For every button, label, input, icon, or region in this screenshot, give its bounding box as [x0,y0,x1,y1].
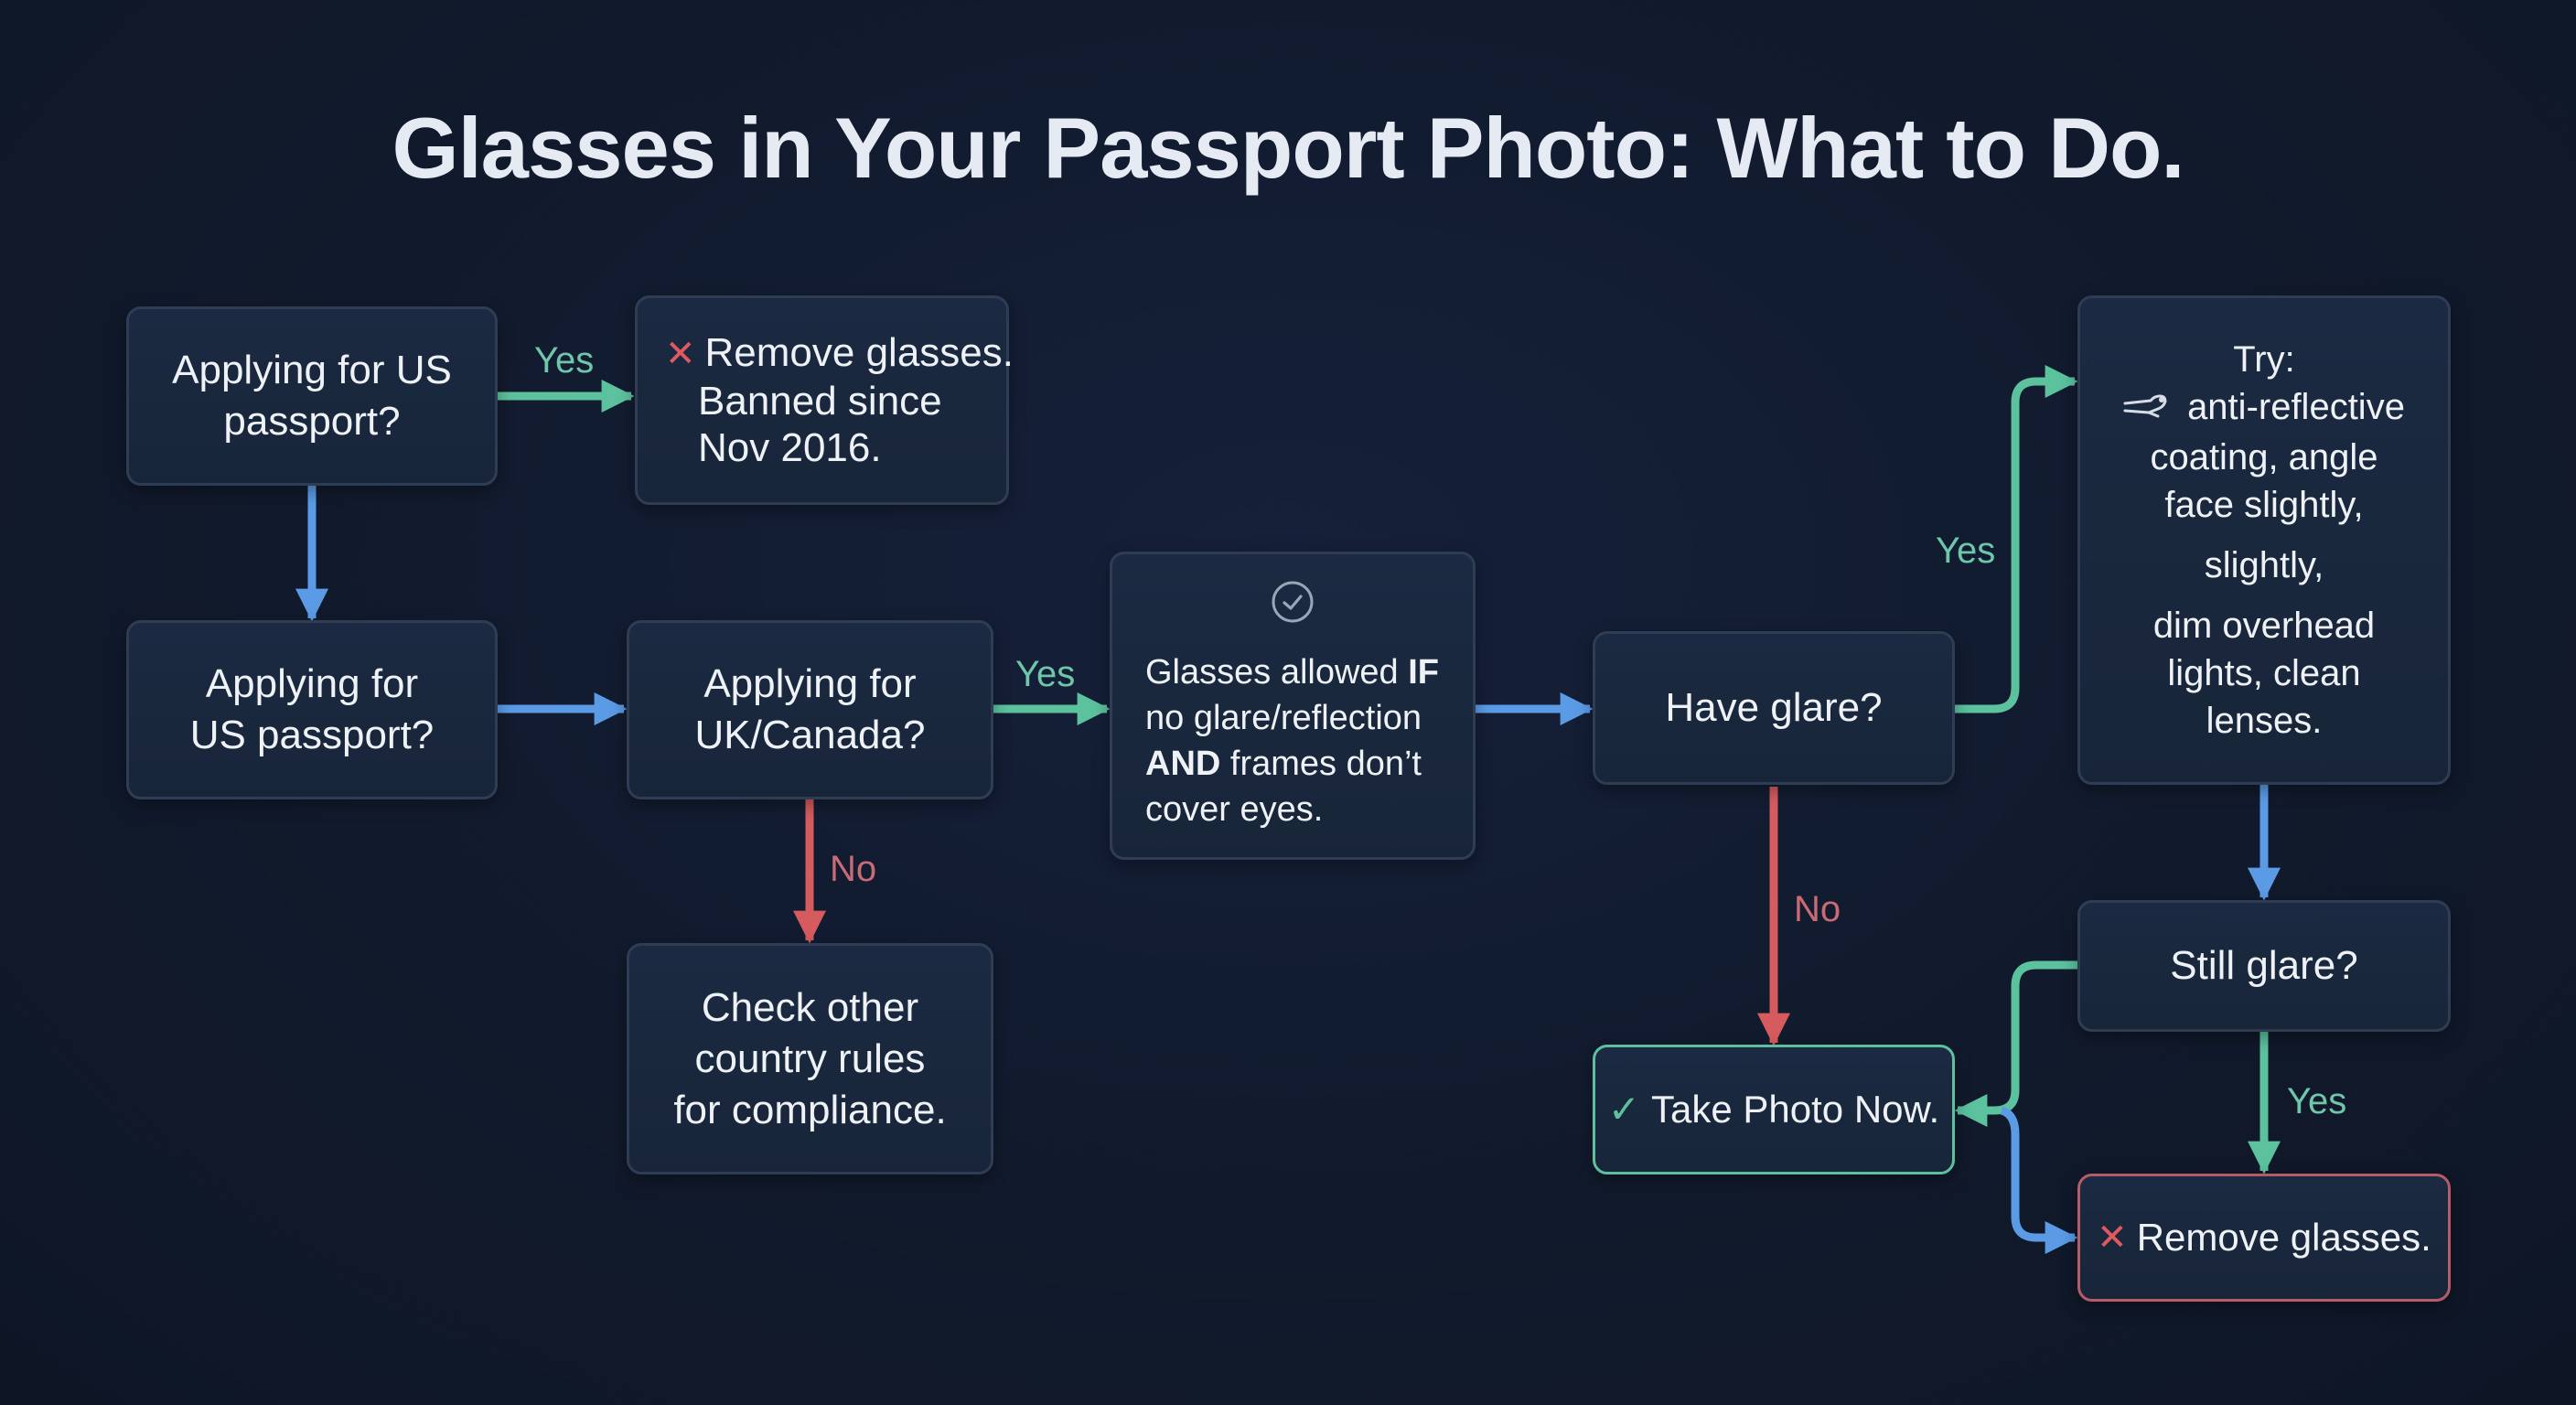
node-text: passport? [223,399,401,444]
x-icon: ✕ [665,334,696,374]
node-text: US passport? [189,713,435,757]
edge-label-uk-yes: Yes [1015,654,1076,694]
node-remove-glasses-us[interactable]: ✕Remove glasses. Banned since Nov 2016. [635,295,1014,505]
page-title: Glasses in Your Passport Photo: What to … [392,100,2184,196]
node-text: Check other [701,984,919,1030]
x-icon: ✕ [2097,1217,2128,1258]
edge-label-us-yes: Yes [534,340,595,381]
node-text: slightly, [2204,544,2324,585]
node-text: coating, angle [2150,436,2378,477]
node-us-passport-question[interactable]: Applying for US passport? [126,306,498,486]
node-text: frames don’t [1220,745,1422,783]
node-text: Still glare? [2170,943,2358,988]
node-still-glare-question[interactable]: Still glare? [2077,900,2451,1032]
node-heading: Try: [2233,339,2295,381]
node-text: Applying for US [172,348,452,392]
node-text: Take Photo Now. [1651,1088,1940,1131]
node-text: UK/Canada? [694,713,926,757]
node-text: Banned since [698,379,942,424]
check-circle-icon [1270,579,1315,637]
node-text: Have glare? [1665,685,1883,730]
node-try-fixes[interactable]: Try: anti-reflective coating, angle face… [2077,295,2451,785]
node-text: anti-reflective [2187,387,2405,428]
node-text: Applying for [703,661,917,706]
node-text: Remove glasses. [2136,1216,2431,1259]
node-text: lights, clean [2167,652,2361,693]
check-icon: ✓ [1607,1088,1640,1131]
node-text: cover eyes. [1145,790,1324,829]
node-text-bold: AND [1145,745,1221,783]
node-text: country rules [694,1035,926,1081]
node-take-photo-now[interactable]: ✓ Take Photo Now. [1593,1045,1955,1174]
glasses-wipe-icon [2123,386,2176,434]
edge-take-remove [2000,1106,2078,1254]
node-text: dim overhead [2152,605,2376,646]
node-have-glare-question[interactable]: Have glare? [1593,631,1955,785]
node-text: no glare/reflection [1145,699,1422,737]
edge-still-no [1954,960,2077,1127]
node-text: Glasses allowed [1145,653,1409,692]
edge-label-still-yes: Yes [2287,1081,2347,1121]
node-text: for compliance. [673,1087,947,1132]
node-glasses-allowed[interactable]: Glasses allowed IF no glare/reflection A… [1110,552,1476,860]
node-text: Remove glasses. [704,330,1014,375]
node-us-passport-second[interactable]: Applying for US passport? [126,620,498,799]
node-text: face slightly, [2164,484,2364,525]
node-text-bold: IF [1408,653,1440,692]
edge-label-uk-no: No [830,849,877,889]
node-text: lenses. [2206,700,2323,741]
edge-label-glare-yes: Yes [1936,531,1996,571]
node-uk-canada-question[interactable]: Applying for UK/Canada? [627,620,993,799]
node-text: Nov 2016. [698,425,882,470]
edge-label-glare-no: No [1794,889,1841,929]
node-remove-glasses-final[interactable]: ✕ Remove glasses. [2077,1174,2451,1302]
node-text: Applying for [205,661,419,706]
node-check-other-country[interactable]: Check other country rules for compliance… [627,943,993,1174]
